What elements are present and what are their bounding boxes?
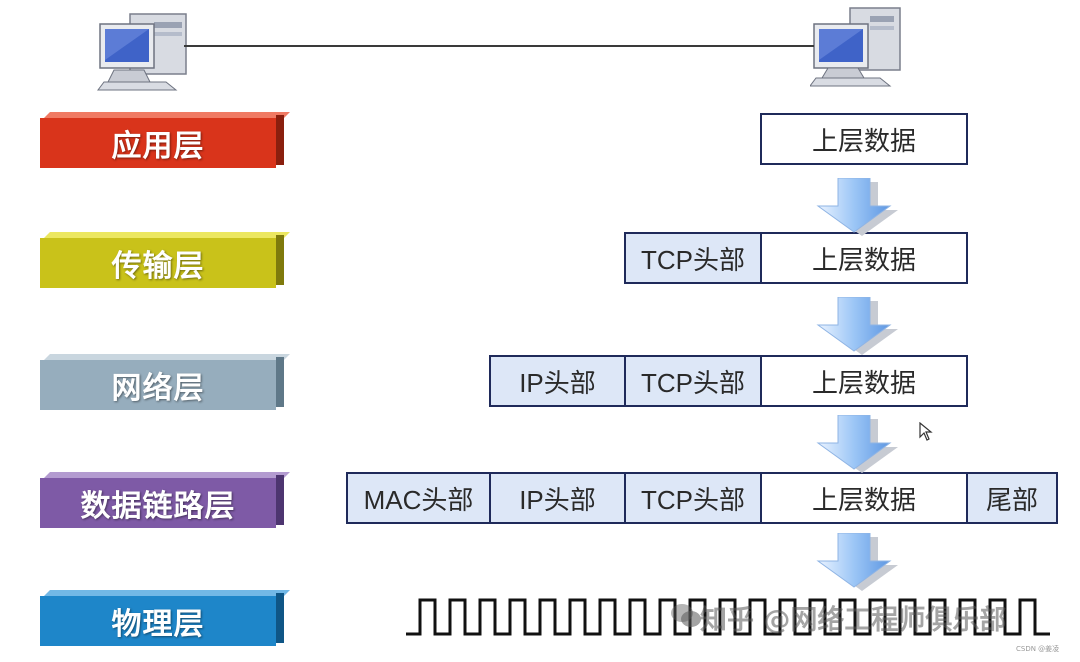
watermark-text: 知乎 @网络工程师俱乐部 — [700, 605, 1007, 636]
cell-ip-header: IP头部 — [489, 472, 626, 524]
layer-application: 应用层 — [40, 112, 290, 168]
mouse-cursor-icon — [919, 422, 933, 441]
layer-label: 网络层 — [111, 371, 205, 406]
cell-upper-data: 上层数据 — [760, 355, 968, 407]
down-arrow-icon — [816, 533, 898, 591]
layer-side — [276, 357, 284, 407]
network-link-line — [184, 45, 814, 47]
computer-left-icon — [97, 13, 187, 91]
credit-text: CSDN @姜凌 — [1016, 645, 1060, 653]
layer-label: 数据链路层 — [80, 489, 236, 524]
layer-label: 物理层 — [111, 607, 205, 642]
square-wave-signal — [406, 598, 1050, 636]
down-arrow-icon — [816, 178, 898, 236]
layer-face: 传输层 — [40, 238, 276, 288]
layer-side — [276, 593, 284, 643]
layer-data-link: 数据链路层 — [40, 472, 290, 528]
layer-network: 网络层 — [40, 354, 290, 410]
cell-ip-header: IP头部 — [489, 355, 626, 407]
cell-upper-data: 上层数据 — [760, 113, 968, 165]
cell-upper-data: 上层数据 — [760, 232, 968, 284]
layer-label: 应用层 — [111, 129, 205, 164]
down-arrow-icon — [816, 415, 898, 473]
layer-label: 传输层 — [111, 249, 205, 284]
layer-side — [276, 475, 284, 525]
cell-tcp-header: TCP头部 — [624, 232, 762, 284]
cell-tcp-header: TCP头部 — [624, 472, 762, 524]
computer-right-icon — [810, 7, 901, 87]
layer-face: 物理层 — [40, 596, 276, 646]
layer-face: 数据链路层 — [40, 478, 276, 528]
wechat-icon — [671, 604, 701, 627]
down-arrow-icon — [816, 297, 898, 355]
layer-side — [276, 235, 284, 285]
layer-side — [276, 115, 284, 165]
cell-tcp-header: TCP头部 — [624, 355, 762, 407]
layer-face: 网络层 — [40, 360, 276, 410]
cell-upper-data: 上层数据 — [760, 472, 968, 524]
layer-face: 应用层 — [40, 118, 276, 168]
layer-physical: 物理层 — [40, 590, 290, 646]
cell-mac-header: MAC头部 — [346, 472, 491, 524]
cell-trailer: 尾部 — [966, 472, 1058, 524]
layer-transport: 传输层 — [40, 232, 290, 288]
